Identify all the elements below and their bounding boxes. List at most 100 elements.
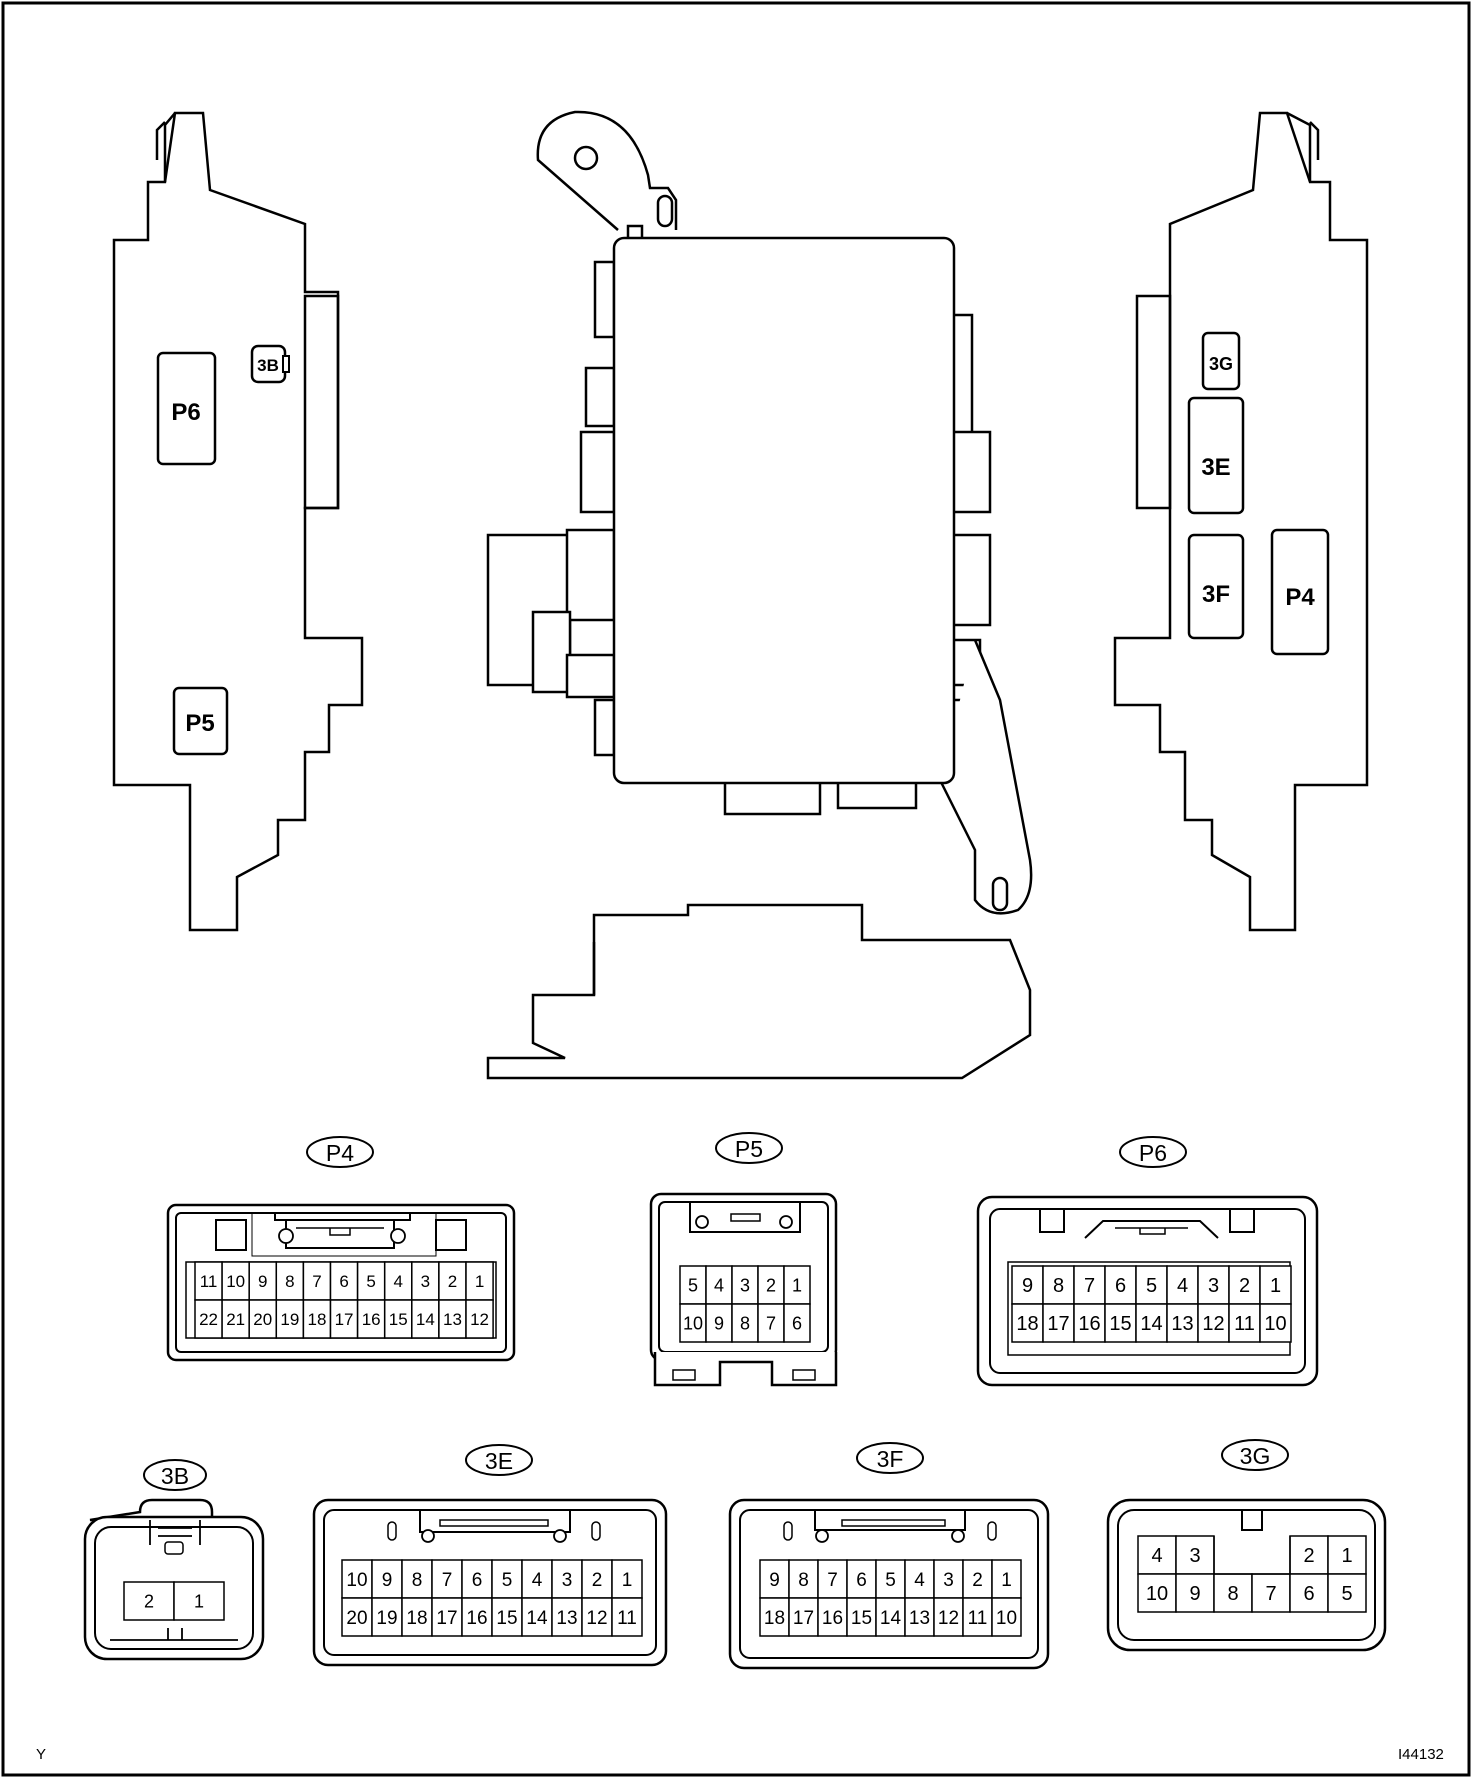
pin-number: 17 <box>335 1310 354 1329</box>
pin-number: 6 <box>792 1313 802 1333</box>
pin-cell <box>679 1303 707 1343</box>
figure-id: I44132 <box>1398 1746 1444 1763</box>
pin-number: 4 <box>914 1570 925 1591</box>
bottom-bracket <box>486 903 1032 1080</box>
pin-number: 8 <box>285 1272 294 1291</box>
pin-number: 8 <box>1053 1275 1064 1297</box>
pin-number: 4 <box>394 1272 403 1291</box>
pin-cell <box>302 1299 332 1339</box>
3e-name-badge <box>465 1444 533 1476</box>
pin-number: 16 <box>362 1310 381 1329</box>
pin-number: 9 <box>714 1313 724 1333</box>
pin-cell <box>1104 1265 1137 1305</box>
p5-name-text: P5 <box>735 1136 763 1162</box>
pin-cell <box>788 1559 819 1599</box>
pin-cell <box>759 1559 790 1599</box>
pin-number: 1 <box>1341 1545 1352 1567</box>
pin-cell <box>221 1299 250 1339</box>
pin-number: 12 <box>938 1608 959 1629</box>
pin-number: 3 <box>1189 1545 1200 1567</box>
pin-number: 11 <box>617 1608 637 1629</box>
pin-number: 10 <box>226 1272 245 1291</box>
pin-number: 15 <box>1109 1313 1131 1335</box>
pin-number: 9 <box>1189 1583 1200 1605</box>
pin-number: 13 <box>1171 1313 1193 1335</box>
pin-cell <box>611 1597 643 1637</box>
center-ecu-unit <box>486 110 1033 915</box>
pin-cell <box>465 1299 494 1339</box>
p5-name-badge <box>715 1132 783 1164</box>
3f-name-text: 3F <box>877 1446 904 1472</box>
pin-number: 5 <box>366 1272 375 1291</box>
pin-cell <box>817 1597 848 1637</box>
pin-number: 7 <box>827 1570 838 1591</box>
pin-number: 1 <box>1001 1570 1012 1591</box>
pin-cell <box>1175 1573 1215 1613</box>
3e-location-label: 3E <box>1201 454 1230 481</box>
3g-key-notch <box>1241 1510 1263 1531</box>
pin-number: 3 <box>421 1272 430 1291</box>
3g-name-badge <box>1221 1439 1289 1471</box>
pin-cell <box>173 1581 225 1621</box>
pin-number: 13 <box>909 1608 930 1629</box>
pin-cell <box>123 1581 175 1621</box>
3g-location-label: 3G <box>1209 354 1233 374</box>
pin-number: 1 <box>475 1272 484 1291</box>
pin-number: 1 <box>1270 1275 1281 1297</box>
pin-cell <box>759 1597 790 1637</box>
pin-number: 2 <box>972 1570 983 1591</box>
pin-number: 14 <box>1140 1313 1162 1335</box>
pin-number: 7 <box>766 1313 776 1333</box>
pin-number: 5 <box>1341 1583 1352 1605</box>
pin-cell <box>194 1299 223 1339</box>
pin-cell <box>329 1261 359 1301</box>
pin-number: 17 <box>436 1608 457 1629</box>
3b-name-badge <box>143 1459 207 1491</box>
pin-number: 17 <box>793 1608 814 1629</box>
pin-cell <box>783 1265 811 1305</box>
pin-number: 21 <box>226 1310 245 1329</box>
pin-number: 14 <box>880 1608 902 1629</box>
pin-cell <box>933 1559 964 1599</box>
pin-number: 7 <box>442 1570 453 1591</box>
pin-cell <box>491 1597 523 1637</box>
3f-location-label: 3F <box>1202 581 1230 608</box>
pin-cell <box>962 1597 993 1637</box>
pin-number: 2 <box>144 1591 154 1611</box>
pin-number: 6 <box>339 1272 348 1291</box>
pin-number: 7 <box>312 1272 321 1291</box>
pin-cell <box>465 1261 494 1301</box>
pin-cell <box>401 1597 433 1637</box>
pin-cell <box>521 1559 553 1599</box>
pin-cell <box>1289 1573 1329 1613</box>
p4-name-text: P4 <box>326 1140 354 1166</box>
pin-number: 8 <box>798 1570 809 1591</box>
pin-number: 15 <box>496 1608 517 1629</box>
pin-number: 6 <box>1303 1583 1314 1605</box>
pin-number: 18 <box>764 1608 785 1629</box>
connector-3f-location: 3F <box>1187 533 1245 640</box>
pin-cell <box>1259 1265 1292 1305</box>
pin-number: 2 <box>592 1570 603 1591</box>
3b-name-text: 3B <box>161 1463 189 1489</box>
pin-number: 9 <box>1022 1275 1033 1297</box>
pin-number: 1 <box>792 1275 802 1295</box>
pin-cell <box>757 1265 785 1305</box>
pin-number: 17 <box>1047 1313 1069 1335</box>
connector-p6-location: P6 <box>156 351 217 466</box>
pin-number: 18 <box>307 1310 326 1329</box>
pin-cell <box>611 1559 643 1599</box>
connector-p5-location: P5 <box>172 686 229 756</box>
p6-name-text: P6 <box>1139 1140 1167 1166</box>
pin-cell <box>1137 1573 1177 1613</box>
right-junction-panel <box>1113 111 1369 932</box>
pin-cell <box>904 1597 935 1637</box>
pin-number: 5 <box>688 1275 698 1295</box>
pin-cell <box>1135 1303 1168 1343</box>
pin-cell <box>846 1559 877 1599</box>
connector-3b-location: 3B <box>250 344 290 384</box>
pin-cell <box>438 1299 467 1339</box>
